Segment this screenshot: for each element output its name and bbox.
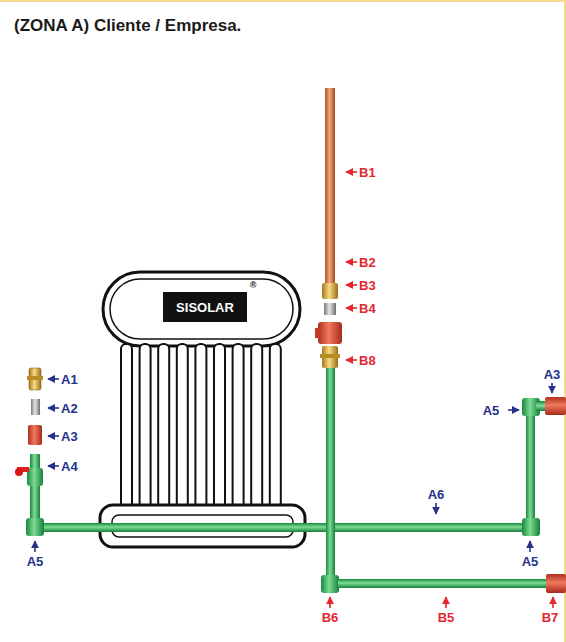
callout-number: B6 bbox=[322, 610, 339, 625]
callout-number: A2 bbox=[61, 401, 78, 416]
callout-number: A5 bbox=[27, 554, 44, 569]
callout-number: A4 bbox=[61, 459, 78, 474]
callout-number: B8 bbox=[359, 353, 376, 368]
vacuum-tube bbox=[177, 344, 188, 510]
callout-number: B1 bbox=[359, 165, 376, 180]
callout-number: A5 bbox=[522, 554, 539, 569]
vacuum-tube bbox=[195, 344, 206, 510]
callout-number: A5 bbox=[483, 403, 500, 418]
brand-text: SISOLAR bbox=[176, 300, 234, 315]
title: (ZONA A) Cliente / Empresa. bbox=[14, 16, 241, 36]
callout-number: A3 bbox=[61, 429, 78, 444]
vacuum-tube bbox=[233, 344, 244, 510]
callout-number: B5 bbox=[438, 610, 455, 625]
callout-number: A1 bbox=[61, 372, 78, 387]
callout-number: A3 bbox=[544, 367, 561, 382]
vacuum-tube bbox=[270, 344, 281, 510]
callout-number: A6 bbox=[428, 487, 445, 502]
vacuum-tube bbox=[158, 344, 169, 510]
callout-number: B4 bbox=[359, 301, 376, 316]
callout-number: B7 bbox=[542, 610, 559, 625]
callout-number: B2 bbox=[359, 255, 376, 270]
vacuum-tube bbox=[214, 344, 225, 510]
callout-number: B3 bbox=[359, 278, 376, 293]
vacuum-tube bbox=[140, 344, 151, 510]
brand-text: ® bbox=[250, 280, 257, 291]
vacuum-tube bbox=[121, 344, 132, 510]
vacuum-tube bbox=[251, 344, 262, 510]
